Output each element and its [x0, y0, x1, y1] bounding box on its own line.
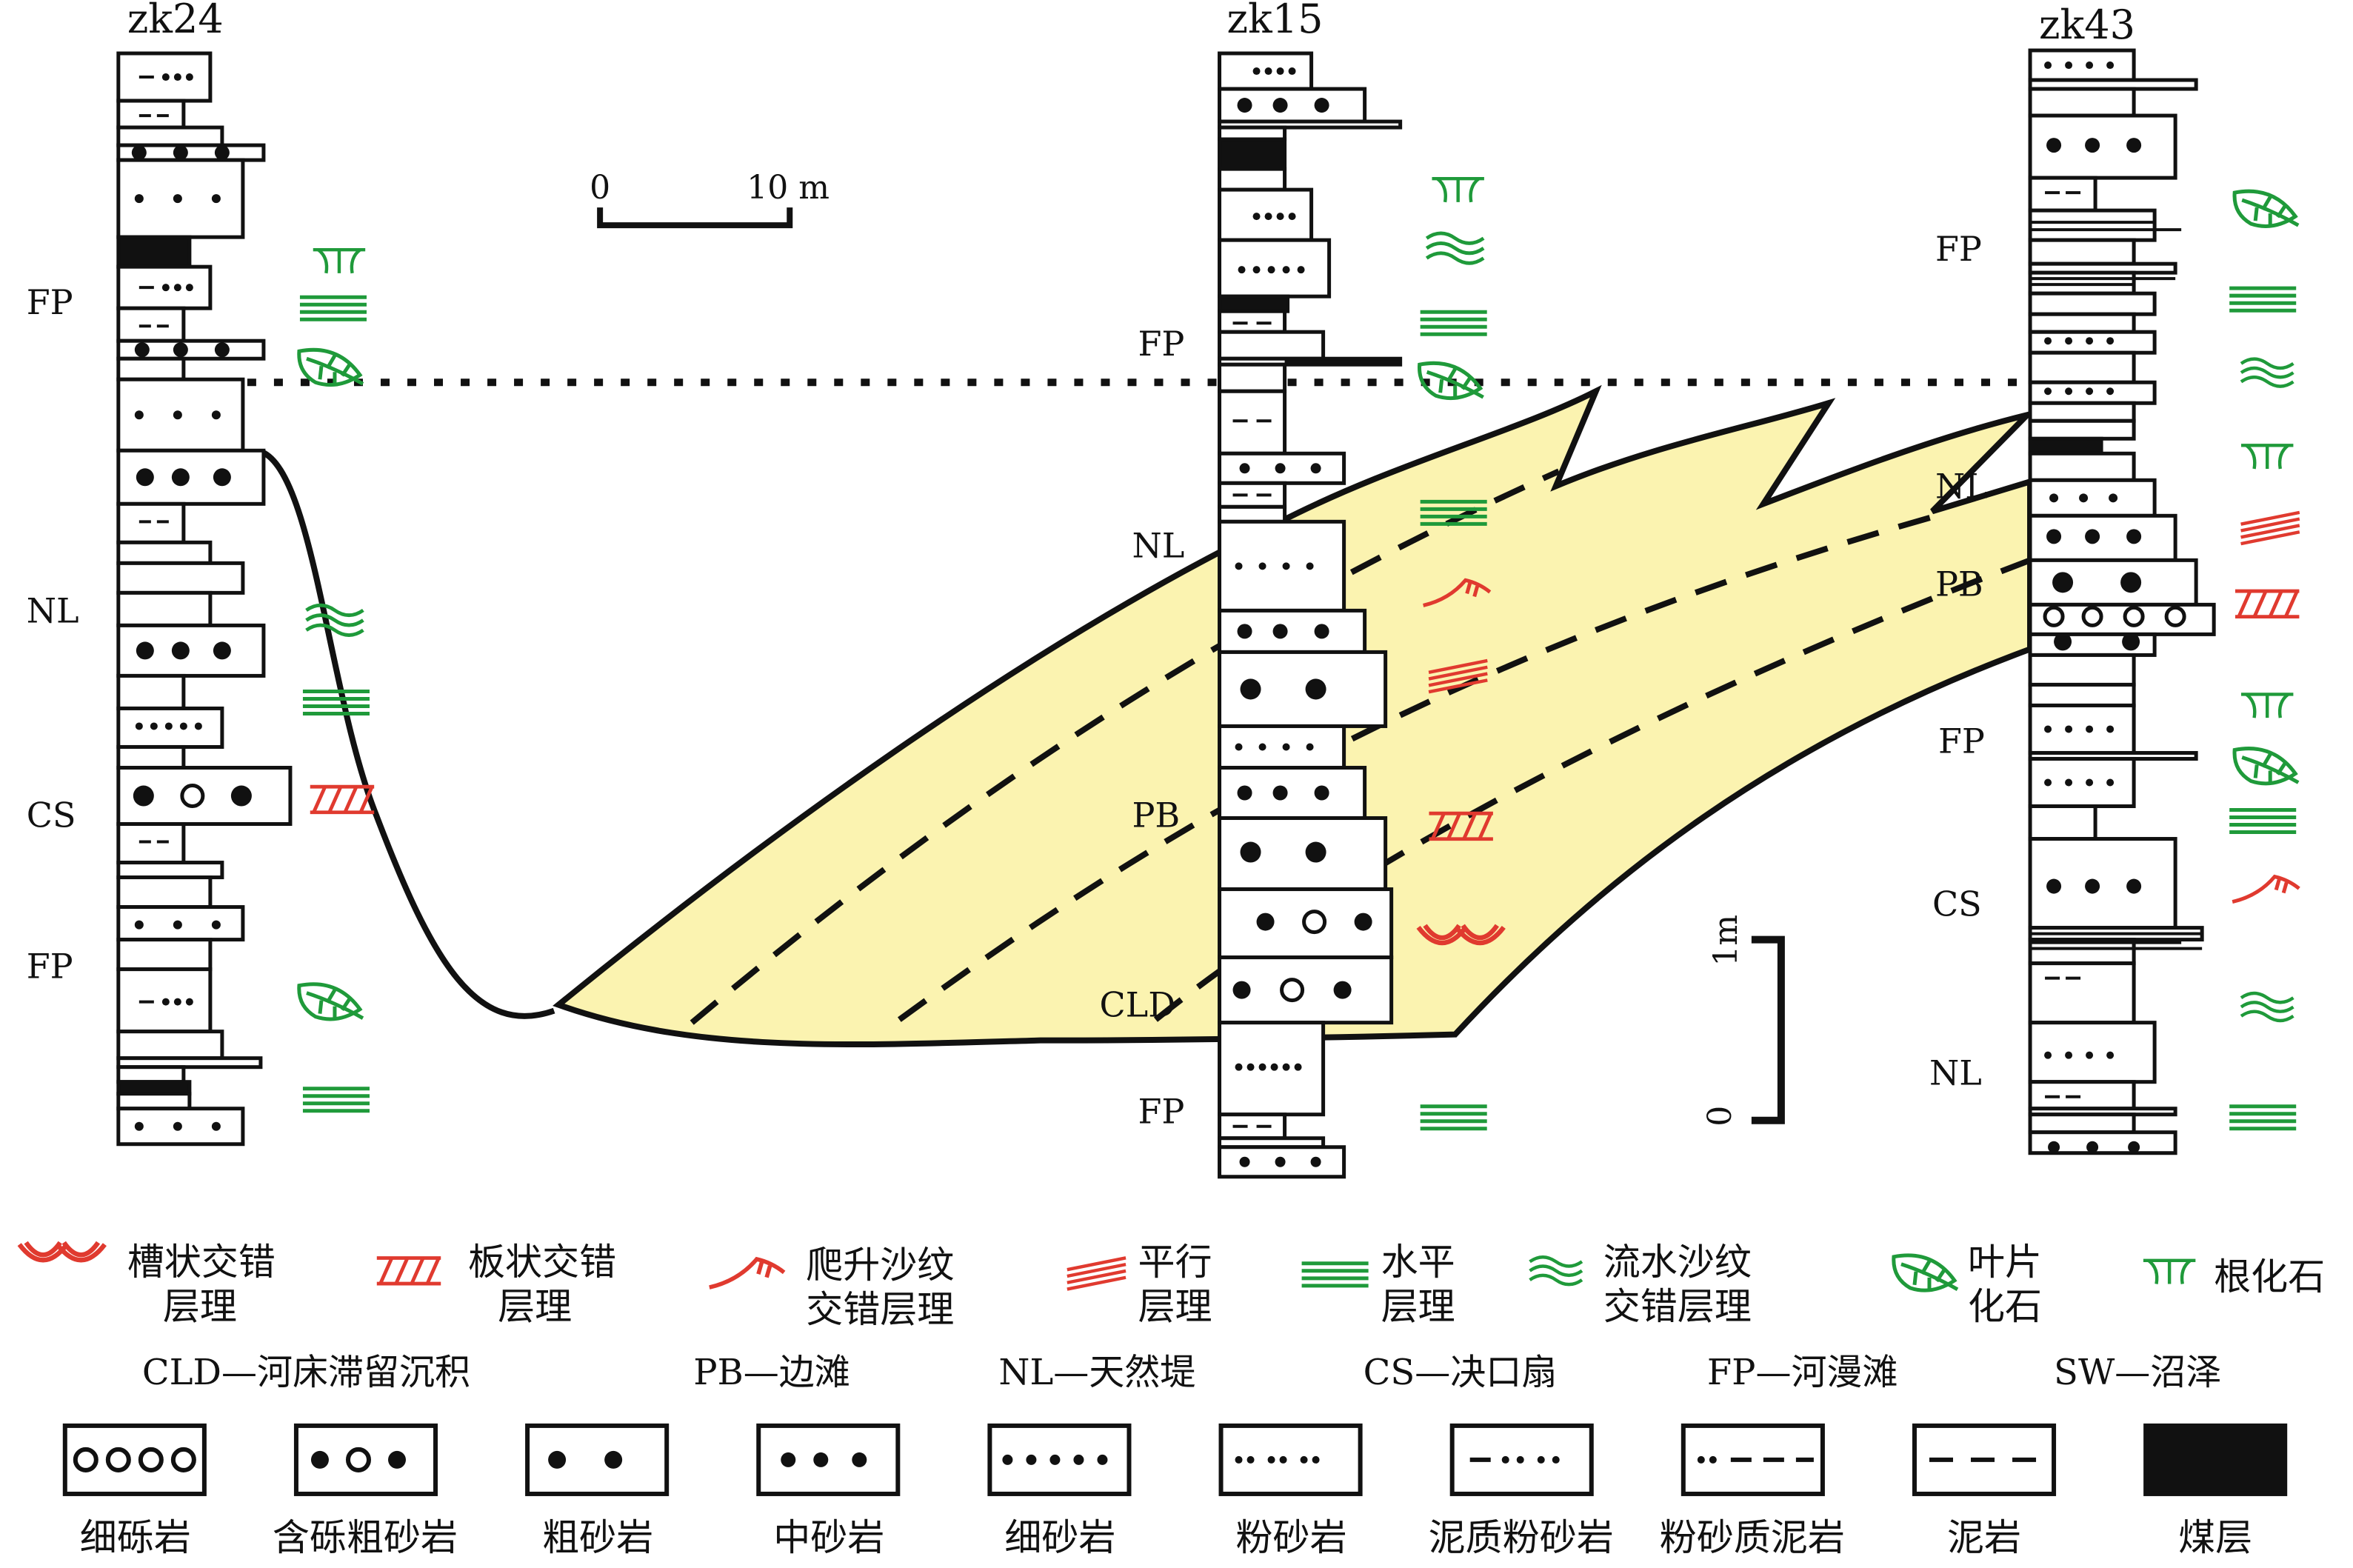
legend-label: 水平	[1381, 1241, 1455, 1284]
facies-label: CLD	[1099, 985, 1175, 1025]
abbr-item: CS—决口扇	[1364, 1352, 1558, 1393]
facies-label: FP	[1138, 324, 1184, 364]
climbing-ripple-icon	[2232, 877, 2299, 902]
legend-label: 流水沙纹	[1603, 1241, 1752, 1284]
sand-body	[247, 378, 2037, 1048]
trough-cross-bedding-icon	[19, 1243, 104, 1261]
legend-label: 板状交错	[468, 1241, 616, 1284]
current-ripple-icon	[1530, 1257, 1582, 1284]
leaf-fossil-icon	[2234, 749, 2298, 784]
horizontal-bedding-icon	[1421, 312, 1487, 334]
structure-legend: 槽状交错 层理 板状交错 层理 爬升沙纹 交错层理 平行 层理 水平 层理 流水…	[19, 1241, 2325, 1331]
facies-abbreviation-legend: CLD—河床滞留沉积 PB—边滩 NL—天然堤 CS—决口扇 FP—河漫滩 SW…	[142, 1352, 2222, 1393]
parallel-bedding-icon	[2241, 513, 2300, 544]
legend-label: 爬升沙纹	[806, 1244, 954, 1287]
leaf-fossil-icon	[1894, 1255, 1958, 1290]
lithology-label: 粉砂质泥岩	[1660, 1516, 1845, 1559]
horizontal-bedding-icon	[300, 297, 367, 319]
abbr-item: FP—河漫滩	[1707, 1352, 1898, 1393]
horizontal-bedding-icon	[303, 1089, 370, 1111]
well-zk43: zk43	[1929, 1, 2300, 1155]
planar-cross-bedding-icon	[2235, 591, 2299, 617]
root-fossil-icon	[313, 250, 365, 273]
horizontal-bedding-icon	[2229, 288, 2296, 310]
facies-label: NL	[1132, 525, 1184, 565]
well-name: zk43	[2039, 1, 2135, 48]
legend-label: 平行	[1138, 1241, 1212, 1284]
abbr-item: CLD—河床滞留沉积	[142, 1352, 470, 1393]
legend-label: 层理	[498, 1285, 572, 1328]
lithology-label: 泥岩	[1947, 1516, 2021, 1559]
well-zk15: zk15	[1099, 0, 1503, 1179]
current-ripple-icon	[307, 605, 364, 635]
legend-label: 层理	[163, 1285, 237, 1328]
lithology-label: 泥质粉砂岩	[1429, 1516, 1614, 1559]
legend-label: 交错层理	[1603, 1285, 1752, 1328]
well-zk24: zk24	[27, 0, 374, 1147]
facies-label: FP	[1935, 229, 1982, 269]
root-fossil-icon	[2241, 445, 2293, 469]
facies-label: CS	[1932, 884, 1982, 924]
vscale-bottom: 0	[1701, 1106, 1739, 1127]
scale-start: 0	[590, 169, 610, 207]
scale-end: 10 m	[747, 169, 830, 207]
leaf-fossil-icon	[2234, 191, 2298, 226]
horizontal-bedding-icon	[1421, 1107, 1487, 1129]
abbr-item: NL—天然堤	[998, 1352, 1195, 1393]
horizontal-bedding-icon	[2229, 810, 2296, 833]
horizontal-bedding-icon	[303, 691, 370, 713]
facies-label: FP	[27, 947, 73, 987]
root-fossil-icon	[2143, 1261, 2195, 1284]
zk24-dots	[134, 73, 221, 1131]
planar-cross-bedding-icon	[377, 1258, 441, 1284]
horizontal-bedding-icon	[1302, 1264, 1369, 1286]
current-ripple-icon	[1426, 233, 1483, 263]
facies-label: FP	[27, 282, 73, 322]
vscale-top: 1m	[1707, 915, 1745, 967]
legend-label: 槽状交错	[127, 1241, 276, 1284]
lithology-label: 粗砂岩	[542, 1516, 653, 1559]
lithology-legend: 细砾岩 含砾粗砂岩 粗砂岩 中砂岩 细砂岩 粉砂岩 泥质粉砂岩 粉砂质泥岩 泥岩…	[62, 1423, 2288, 1559]
facies-label: PB	[1132, 795, 1180, 835]
current-ripple-icon	[2241, 359, 2293, 387]
vertical-scale-bar: 1m 0	[1701, 915, 1785, 1127]
legend-label: 层理	[1381, 1285, 1455, 1328]
root-fossil-icon	[2241, 694, 2293, 718]
legend-label: 层理	[1138, 1285, 1212, 1328]
legend-label: 叶片	[1968, 1241, 2042, 1284]
abbr-item: PB—边滩	[693, 1352, 850, 1393]
leaf-fossil-icon	[299, 984, 363, 1019]
climbing-ripple-icon	[710, 1259, 784, 1287]
facies-label: NL	[1929, 1053, 1982, 1093]
well-name: zk15	[1227, 0, 1324, 42]
lithology-label: 煤层	[2178, 1516, 2252, 1559]
legend-label: 交错层理	[806, 1288, 954, 1331]
legend-label: 根化石	[2214, 1255, 2325, 1298]
horizontal-bedding-icon	[2229, 1107, 2296, 1129]
lithology-label: 细砂岩	[1004, 1516, 1115, 1559]
lithology-label: 含砾粗砂岩	[273, 1516, 458, 1559]
facies-label: NL	[27, 590, 79, 630]
lithology-label: 中砂岩	[773, 1516, 884, 1559]
well-name: zk24	[127, 0, 224, 42]
abbr-item: SW—沼泽	[2054, 1352, 2221, 1393]
facies-label: FP	[1938, 721, 1985, 761]
lithology-label: 细砾岩	[80, 1516, 191, 1559]
facies-label: PB	[1935, 564, 1983, 604]
current-ripple-icon	[2241, 993, 2293, 1021]
facies-label: FP	[1138, 1092, 1184, 1132]
facies-label: CS	[27, 795, 76, 835]
lithology-label: 粉砂岩	[1236, 1516, 1347, 1559]
facies-label: NL	[1935, 466, 1988, 506]
legend-label: 化石	[1968, 1285, 2042, 1328]
parallel-bedding-icon	[1067, 1258, 1126, 1289]
root-fossil-icon	[1432, 179, 1483, 202]
horizontal-scale-bar: 0 10 m	[590, 169, 830, 229]
